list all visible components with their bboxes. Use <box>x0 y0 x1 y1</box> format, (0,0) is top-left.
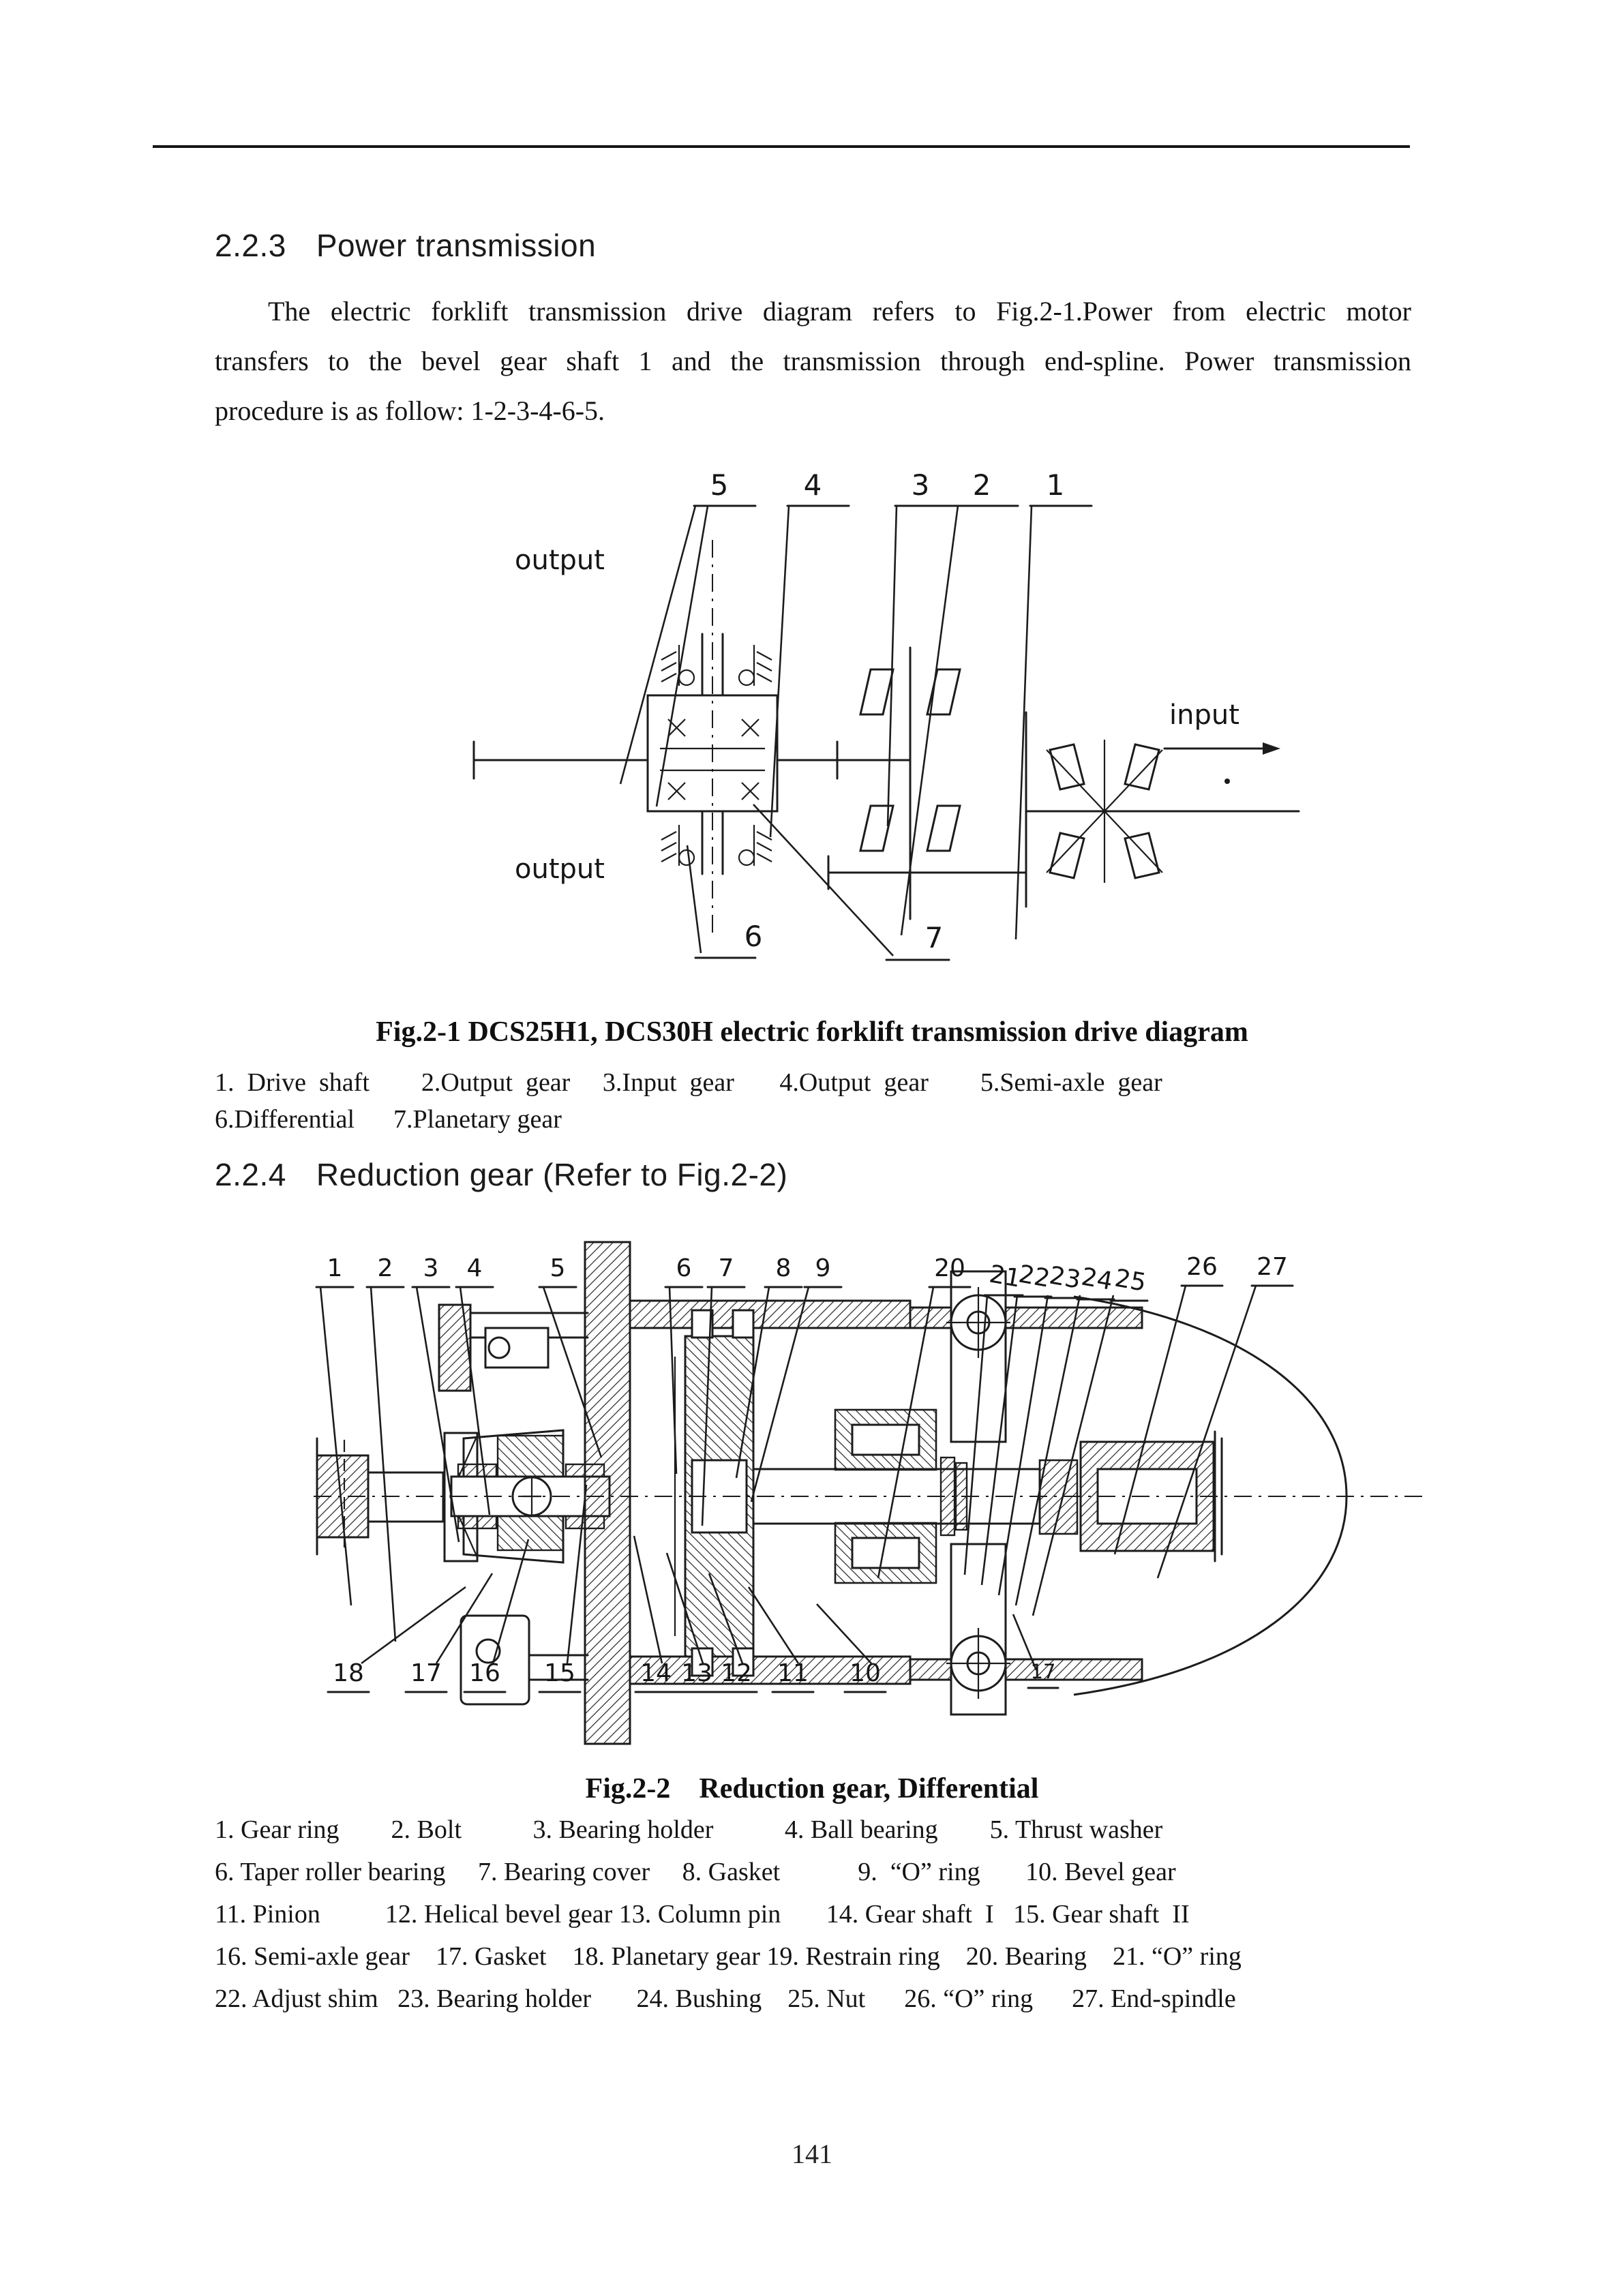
fig2-callout-16: 16 <box>469 1659 500 1687</box>
fig1-input-label: input <box>1169 699 1239 731</box>
fig2-callout-11: 11 <box>777 1659 809 1687</box>
paragraph-line-1: The electric forklift transmission drive… <box>268 296 1411 327</box>
header-rule <box>153 145 1410 148</box>
body-paragraph: The electric forklift transmission drive… <box>215 286 1411 436</box>
fig2-top-flange <box>438 1303 589 1706</box>
fig2-callout-2: 2 <box>378 1254 393 1282</box>
fig2-callout-7: 7 <box>719 1254 734 1282</box>
fig2-callout-9: 9 <box>815 1254 831 1282</box>
fig2-callout-27: 27 <box>1257 1253 1288 1281</box>
fig2-housing <box>629 1295 1348 1696</box>
fig1-callouts: 5 4 3 2 1 6 7 <box>693 468 1093 961</box>
fig1-callout-1: 1 <box>1047 468 1065 502</box>
fig1-callout-7: 7 <box>925 921 944 954</box>
fig1-output-top-label: output <box>515 545 605 576</box>
paragraph-line-3: procedure is as follow: 1-2-3-4-6-5. <box>215 395 605 426</box>
fig2-callout-6: 6 <box>676 1254 692 1282</box>
input-arrow-icon <box>1263 742 1280 755</box>
section-number-224: 2.2.4 <box>215 1157 286 1192</box>
fig2-callout-5: 5 <box>550 1254 566 1282</box>
section-heading-223: 2.2.3 Power transmission <box>215 227 596 264</box>
fig2-parts-line-1: 1. Gear ring 2. Bolt 3. Bearing holder 4… <box>215 1815 1163 1844</box>
fig2-callout-25: 25 <box>1113 1265 1148 1297</box>
fig2-callout-1: 1 <box>327 1254 343 1282</box>
fig2-bearing-holder-brackets <box>946 1270 1010 1716</box>
fig-2-1-drawing: 5 4 3 2 1 6 7 output output input <box>472 468 1300 961</box>
fig2-parts-line-4: 16. Semi-axle gear 17. Gasket 18. Planet… <box>215 1942 1242 1971</box>
fig2-bottom-leaders <box>361 1484 1038 1671</box>
fig2-differential <box>449 1429 611 1564</box>
paragraph-line-2: transfers to the bevel gear shaft 1 and … <box>215 346 1411 376</box>
fig2-callout-10: 10 <box>849 1659 881 1687</box>
section-title-223: Power transmission <box>316 228 597 263</box>
fig2-callout-14: 14 <box>640 1659 672 1687</box>
fig2-callout-22: 22 <box>1017 1260 1052 1293</box>
fig1-word-labels: output output input <box>515 545 1280 885</box>
fig1-callout-5: 5 <box>710 468 729 502</box>
fig2-callout-18: 18 <box>333 1659 364 1687</box>
fig2-callout-17: 17 <box>410 1659 442 1687</box>
fig1-parts-line-2: 6.Differential 7.Planetary gear <box>215 1105 562 1134</box>
fig2-parts-line-5: 22. Adjust shim 23. Bearing holder 24. B… <box>215 1984 1236 2013</box>
fig2-callout-15: 15 <box>544 1659 575 1687</box>
fig1-input-gears <box>1046 740 1163 883</box>
fig2-callout-4: 4 <box>467 1254 483 1282</box>
fig2-gear-ring-plate <box>584 1241 631 1745</box>
fig2-callout-3: 3 <box>423 1254 439 1282</box>
fig1-caption: Fig.2-1 DCS25H1, DCS30H electric forklif… <box>376 1016 1248 1048</box>
fig1-callout-4: 4 <box>804 468 822 502</box>
fig-2-2-drawing: 1 2 3 4 5 6 7 8 9 20 21 22 23 24 25 26 2… <box>314 1241 1425 1745</box>
page-number: 141 <box>792 2139 832 2169</box>
fig2-caption: Fig.2-2 Reduction gear, Differential <box>585 1773 1039 1804</box>
fig2-callout-8: 8 <box>776 1254 792 1282</box>
fig2-parts-line-2: 6. Taper roller bearing 7. Bearing cover… <box>215 1858 1176 1886</box>
fig1-bevel-gears <box>859 668 961 852</box>
fig2-top-leaders <box>319 1285 1257 1642</box>
fig1-callout-3: 3 <box>912 468 930 502</box>
fig2-top-callouts: 1 2 3 4 5 6 7 8 9 20 21 22 23 24 25 26 2… <box>315 1253 1294 1302</box>
fig2-helical-gear <box>674 1309 755 1677</box>
fig1-output-bottom-label: output <box>515 854 605 885</box>
fig1-parts-line-1: 1. Drive shaft 2.Output gear 3.Input gea… <box>215 1068 1162 1097</box>
fig2-callout-24: 24 <box>1079 1263 1115 1296</box>
fig1-callout-2: 2 <box>973 468 991 502</box>
section-title-224: Reduction gear (Refer to Fig.2-2) <box>316 1157 788 1192</box>
fig2-callout-12: 12 <box>721 1659 752 1687</box>
fig1-leader-lines <box>619 505 1033 956</box>
fig2-callout-26: 26 <box>1186 1253 1218 1281</box>
fig1-callout-6: 6 <box>745 920 763 953</box>
fig2-callout-13: 13 <box>681 1659 712 1687</box>
section-number-223: 2.2.3 <box>215 228 286 263</box>
fig2-callout-21: 21 <box>987 1260 1023 1293</box>
fig2-callout-17b: 17 <box>1031 1660 1056 1683</box>
fig2-callout-23: 23 <box>1047 1262 1083 1295</box>
fig2-callout-20: 20 <box>934 1254 965 1282</box>
section-heading-224: 2.2.4 Reduction gear (Refer to Fig.2-2) <box>215 1156 787 1193</box>
fig2-bottom-callouts: 18 17 16 15 14 13 12 11 10 17 <box>327 1659 1059 1693</box>
fig2-parts-line-3: 11. Pinion 12. Helical bevel gear 13. Co… <box>215 1900 1190 1929</box>
